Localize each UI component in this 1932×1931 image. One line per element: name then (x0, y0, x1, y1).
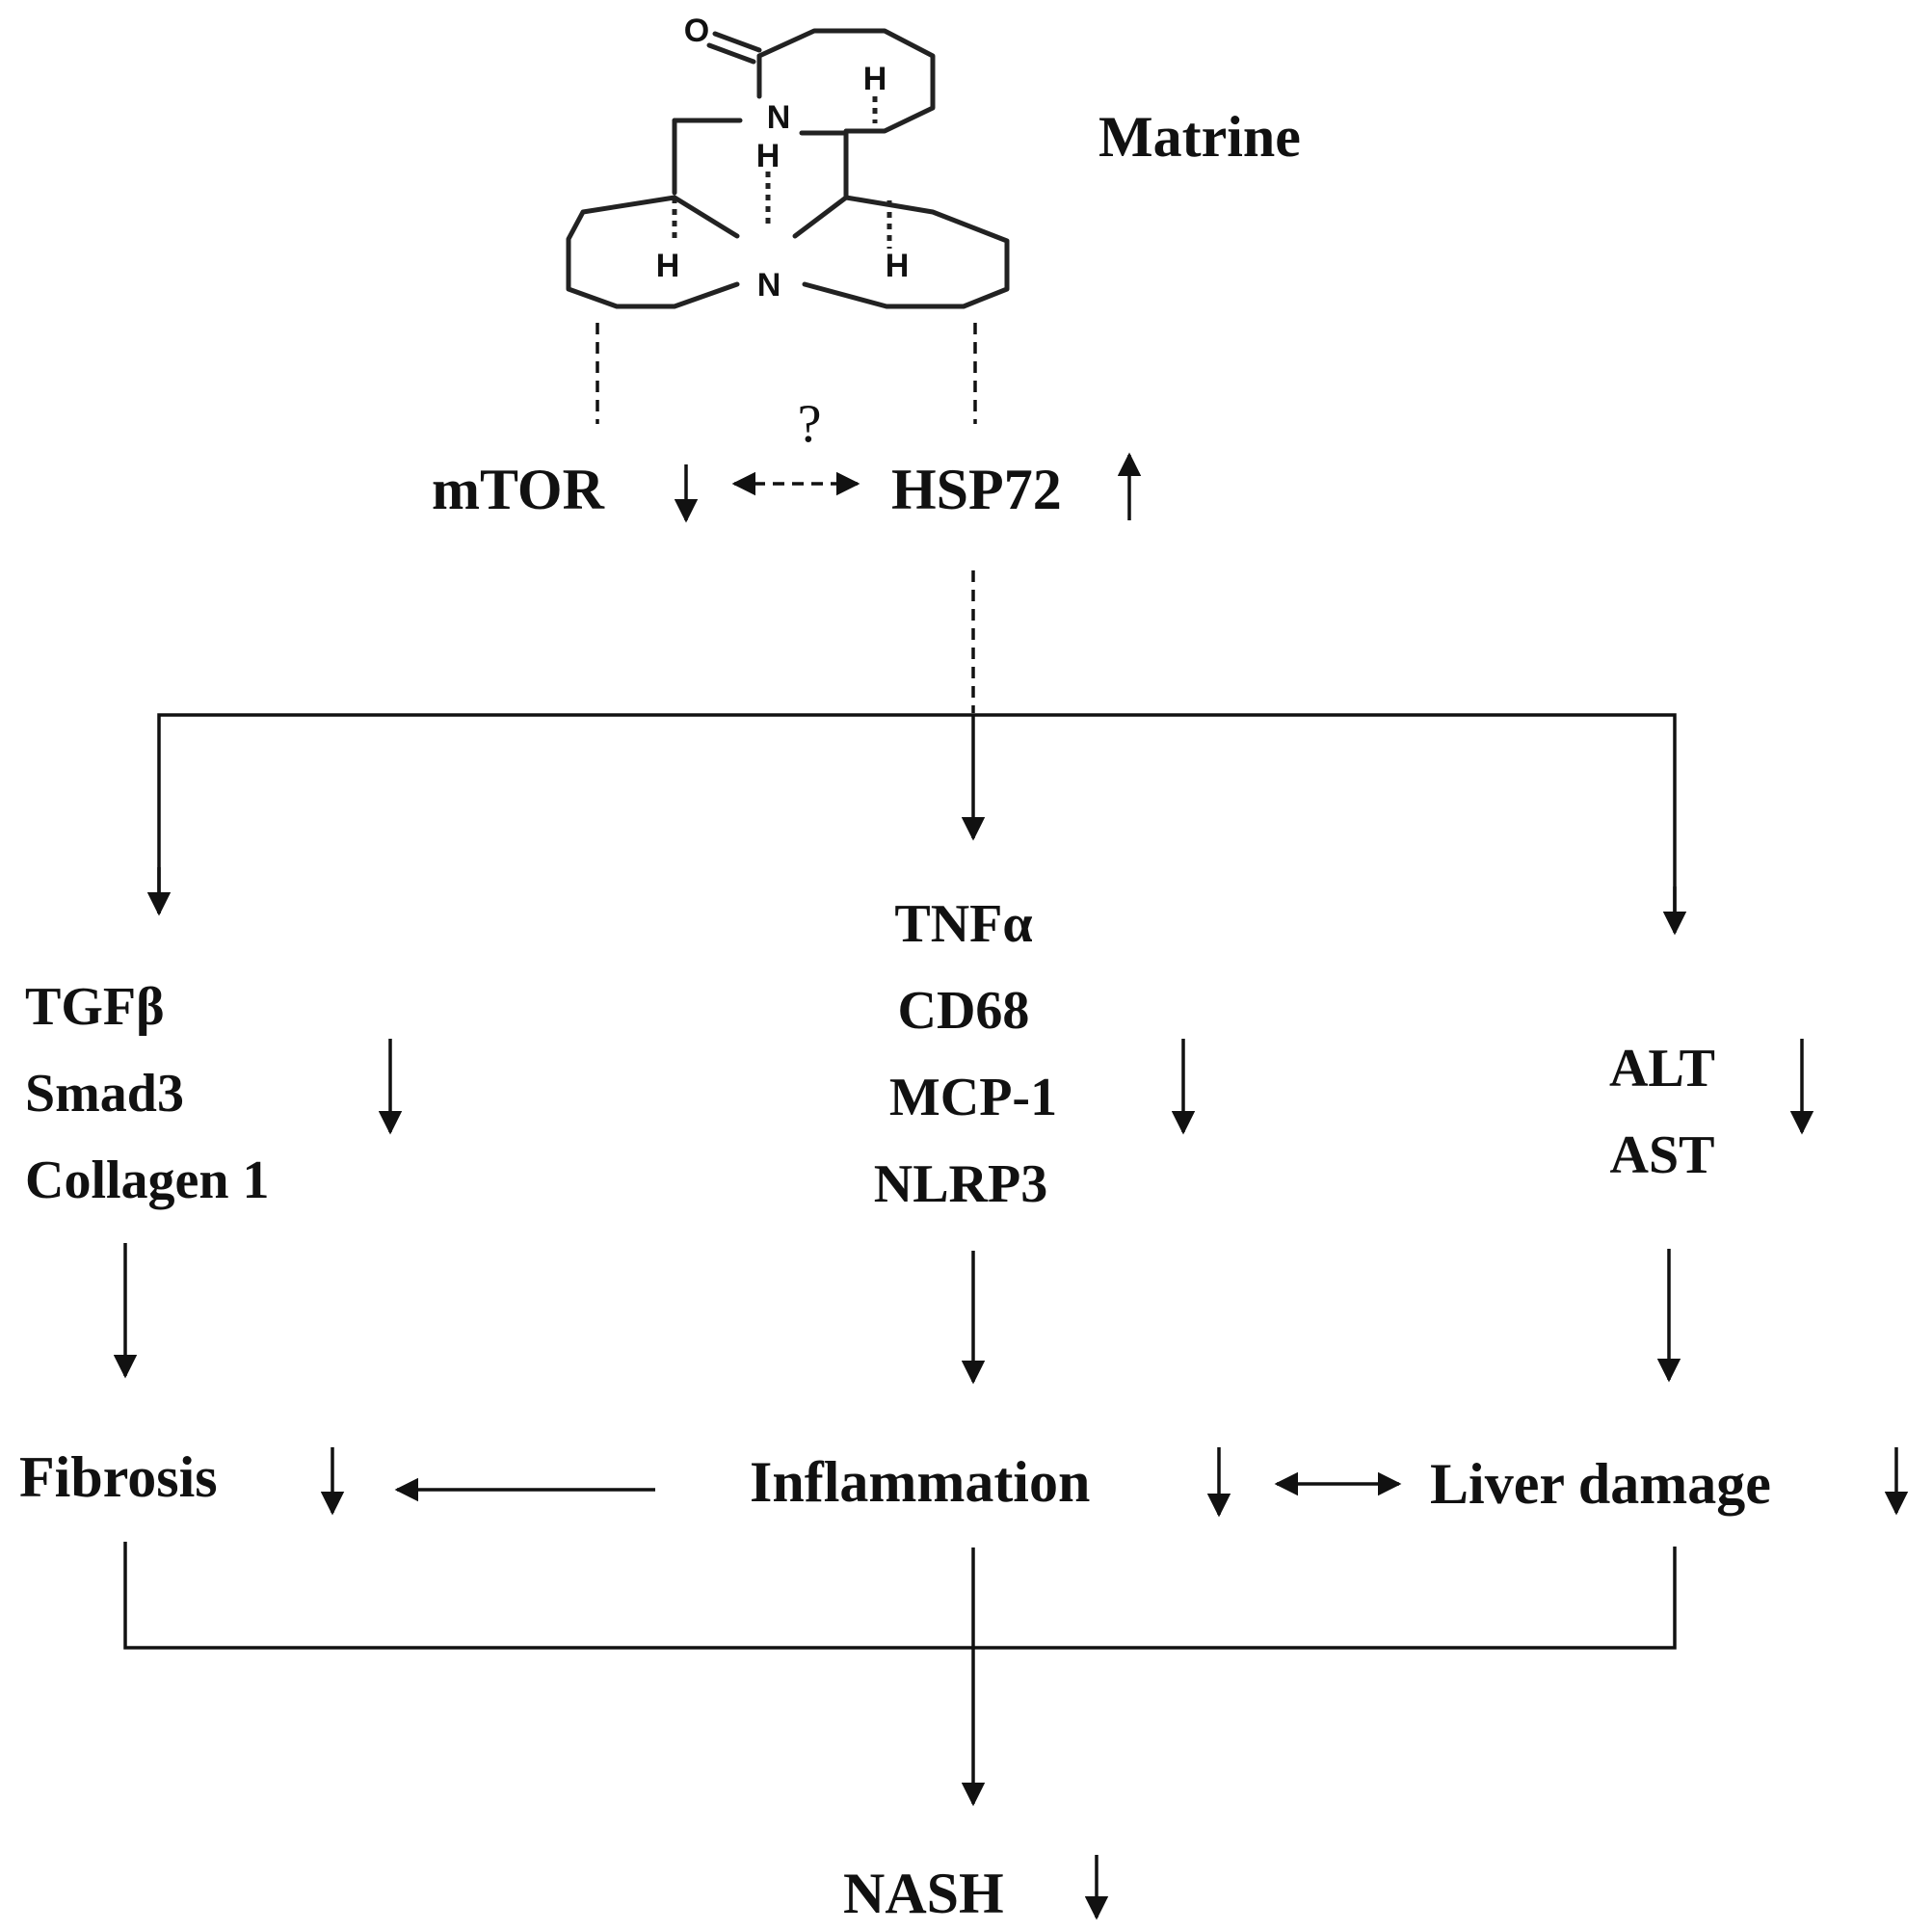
hydrogen-atom-label-4: H (886, 248, 910, 284)
marker-collagen-1: Collagen 1 (25, 1151, 270, 1210)
hsp72-label: HSP72 (891, 458, 1062, 521)
convergence-bracket (123, 1542, 1677, 1650)
marker-tgfb: TGFβ (25, 977, 165, 1037)
hydrogen-atom-label-2: H (756, 138, 781, 174)
nitrogen-atom-label-bottom: N (757, 267, 781, 304)
hydrogen-atom-label-3: H (656, 248, 680, 284)
mtor-label: mTOR (432, 458, 605, 521)
marker-tnfa: TNFα (894, 894, 1032, 954)
hydrogen-atom-label-1: H (863, 61, 887, 97)
marker-alt: ALT (1609, 1039, 1715, 1098)
question-mark: ? (798, 394, 822, 454)
matrine-structure: O N N H H H H (566, 13, 1010, 309)
inflammation-marker-list: TNFα CD68 MCP-1 NLRP3 (874, 894, 1057, 1214)
marker-nlrp3: NLRP3 (874, 1154, 1047, 1214)
liver-damage-label: Liver damage (1430, 1452, 1771, 1516)
marker-cd68: CD68 (898, 981, 1030, 1041)
marker-mcp-1: MCP-1 (889, 1068, 1057, 1127)
liver-marker-list: ALT AST (1609, 1039, 1715, 1185)
compound-name: Matrine (1098, 105, 1301, 169)
fibrosis-label: Fibrosis (19, 1445, 218, 1509)
marker-smad3: Smad3 (25, 1064, 184, 1124)
nitrogen-atom-label-top: N (767, 99, 791, 136)
fibrosis-marker-list: TGFβ Smad3 Collagen 1 (25, 977, 270, 1210)
oxygen-atom-label: O (684, 13, 709, 49)
marker-ast: AST (1610, 1125, 1715, 1185)
nash-label: NASH (843, 1862, 1004, 1925)
branch-bracket (157, 713, 1677, 930)
inflammation-label: Inflammation (750, 1450, 1090, 1514)
